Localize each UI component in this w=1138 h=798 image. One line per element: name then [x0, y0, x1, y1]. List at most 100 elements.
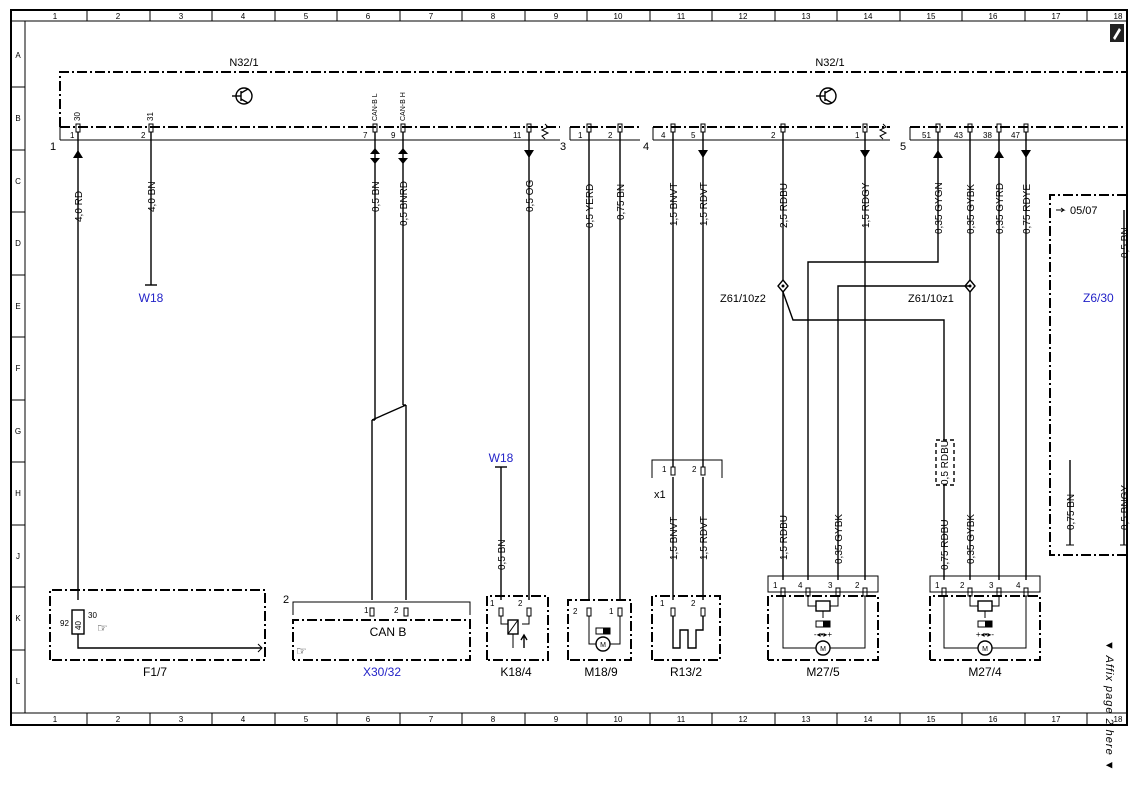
date-label: 05/07 [1070, 205, 1098, 217]
svg-text:18: 18 [1114, 12, 1123, 21]
svg-text:6: 6 [366, 12, 371, 21]
svg-text:12: 12 [739, 12, 748, 21]
component-label-f1-7: F1/7 [143, 665, 167, 679]
connector-label: x1 [654, 489, 666, 501]
wire-bundle-box [935, 439, 955, 486]
svg-text:B: B [15, 114, 20, 123]
svg-text:CAN B: CAN B [370, 625, 407, 639]
svg-text:1,5 BNVT: 1,5 BNVT [669, 517, 680, 560]
svg-text:12: 12 [739, 715, 748, 724]
motor-m27-4: 1 2 3 4 +◂•▸- M [929, 575, 1041, 661]
svg-text:1: 1 [935, 581, 940, 590]
connector-x1: 1 2 [651, 459, 723, 478]
splice-icon [777, 278, 976, 294]
pointing-hand-icon: ☞ [97, 621, 108, 635]
ref-w18-mid[interactable]: W18 [489, 451, 514, 465]
motor-m18-9: 2 1 M [567, 599, 632, 661]
svg-text:0,35 GYGN: 0,35 GYGN [934, 182, 945, 234]
svg-text:2: 2 [283, 594, 289, 606]
svg-text:1: 1 [660, 599, 665, 608]
svg-text:5: 5 [691, 131, 696, 140]
svg-text:9: 9 [554, 715, 559, 724]
component-label-m27-5: M27/5 [806, 665, 840, 679]
svg-text:11: 11 [513, 131, 522, 140]
svg-text:2: 2 [116, 12, 121, 21]
svg-text:M: M [820, 646, 826, 653]
svg-text:M: M [600, 642, 606, 649]
outer-frame [10, 9, 1128, 726]
svg-text:11: 11 [677, 12, 686, 21]
resistor-icon [878, 123, 888, 140]
svg-text:1,5 RDVT: 1,5 RDVT [699, 516, 710, 560]
svg-text:18: 18 [1114, 715, 1123, 724]
column-labels-bottom: 1 2 3 4 5 6 7 8 9 10 11 12 13 14 15 16 1… [53, 715, 1123, 724]
svg-text:13: 13 [802, 12, 811, 21]
ref-z6-30[interactable]: Z6/30 [1083, 291, 1114, 305]
svg-text:4: 4 [661, 131, 666, 140]
svg-text:0,5 RDBU: 0,5 RDBU [940, 440, 951, 485]
svg-text:30: 30 [73, 112, 82, 121]
svg-text:7: 7 [363, 131, 368, 140]
svg-text:4,0 BN: 4,0 BN [147, 181, 158, 212]
svg-text:40: 40 [74, 621, 83, 630]
svg-text:1: 1 [578, 131, 583, 140]
svg-text:1: 1 [490, 599, 495, 608]
svg-text:47: 47 [1011, 131, 1020, 140]
svg-text:2: 2 [691, 599, 696, 608]
component-label-m27-4: M27/4 [968, 665, 1002, 679]
svg-text:1: 1 [364, 606, 369, 615]
row-labels: A B C D E F G H J K L [15, 51, 21, 686]
svg-text:15: 15 [927, 12, 936, 21]
svg-text:0,5 OG: 0,5 OG [525, 180, 536, 212]
pointing-hand-icon: ☞ [296, 644, 307, 658]
wires [77, 132, 1125, 600]
svg-text:E: E [15, 302, 20, 311]
svg-text:6: 6 [366, 715, 371, 724]
svg-text:15: 15 [927, 715, 936, 724]
svg-text:2: 2 [960, 581, 965, 590]
fuse-box-f1-7: 92 40 30 [49, 589, 266, 661]
relay-k18-4: 1 2 [486, 595, 549, 661]
svg-text:17: 17 [1052, 715, 1061, 724]
svg-text:3: 3 [989, 581, 994, 590]
svg-text:1,5 RDGY: 1,5 RDGY [861, 182, 872, 228]
svg-text:1: 1 [855, 131, 860, 140]
svg-text:2,5 RDBU: 2,5 RDBU [779, 183, 790, 228]
svg-text:0,75 BN: 0,75 BN [1066, 494, 1077, 530]
svg-text:3: 3 [179, 715, 184, 724]
svg-text:F: F [16, 364, 21, 373]
svg-text:1,5 BNVT: 1,5 BNVT [669, 183, 680, 226]
svg-text:1: 1 [609, 607, 614, 616]
svg-text:4: 4 [1016, 581, 1021, 590]
svg-text:CAN-B L: CAN-B L [372, 93, 379, 121]
svg-text:0,5 BN: 0,5 BN [371, 181, 382, 212]
can-bus-connector-x30-32: 1 2 2 CAN B [283, 594, 471, 661]
svg-text:L: L [16, 677, 21, 686]
svg-text:31: 31 [146, 112, 155, 121]
group-number: 3 [560, 141, 566, 153]
svg-text:14: 14 [864, 715, 873, 724]
svg-text:43: 43 [954, 131, 963, 140]
svg-text:+◂•▸-: +◂•▸- [976, 630, 995, 639]
svg-text:1: 1 [662, 465, 667, 474]
ref-w18-top[interactable]: W18 [139, 291, 164, 305]
svg-text:11: 11 [677, 715, 686, 724]
module-title-left: N32/1 [229, 57, 258, 69]
transistor-icon [232, 87, 253, 105]
group-number: 5 [900, 141, 906, 153]
svg-text:4: 4 [798, 581, 803, 590]
svg-text:2: 2 [573, 607, 578, 616]
svg-text:30: 30 [88, 611, 97, 620]
svg-text:2: 2 [394, 606, 399, 615]
svg-text:8: 8 [491, 12, 496, 21]
svg-text:3: 3 [828, 581, 833, 590]
svg-text:2: 2 [141, 131, 146, 140]
module-title-right: N32/1 [815, 57, 844, 69]
component-label-x30-32[interactable]: X30/32 [363, 665, 401, 679]
heater-r13-2: 1 2 [651, 595, 721, 661]
svg-text:13: 13 [802, 715, 811, 724]
svg-text:3: 3 [179, 12, 184, 21]
svg-text:2: 2 [116, 715, 121, 724]
svg-text:4,0 RD: 4,0 RD [74, 191, 85, 222]
